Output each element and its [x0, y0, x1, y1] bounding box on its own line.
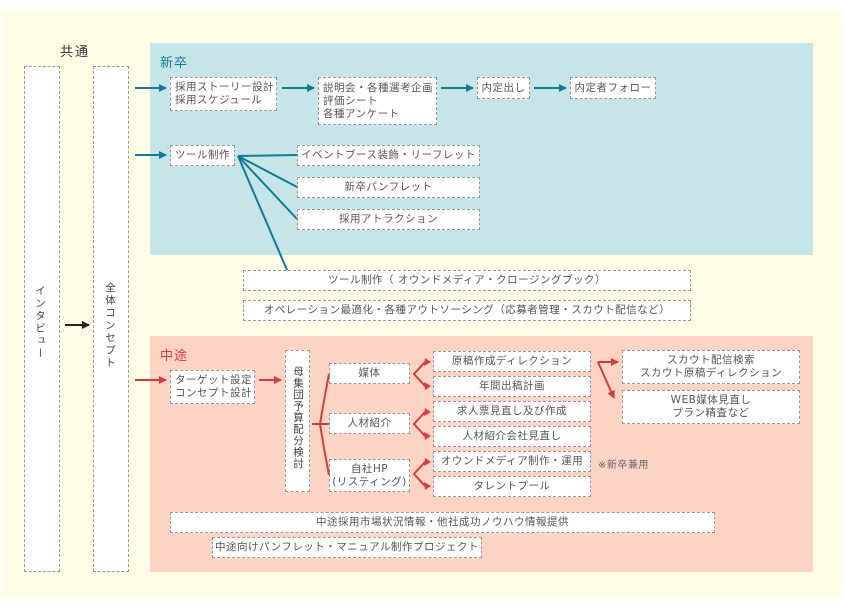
chuto-title: 中途: [160, 349, 189, 364]
shared-note: ※新卒兼用: [598, 460, 649, 471]
tool-item: イベントブース装飾・リーフレット: [297, 145, 480, 166]
shinsotsu-title: 新卒: [160, 56, 189, 71]
channel-line: (リスティング): [332, 475, 407, 488]
target-line: ターゲット設定: [175, 374, 252, 386]
target-concept-box: ターゲット設定 コンセプト設計: [170, 370, 255, 404]
common-section-title: 共通: [60, 45, 91, 60]
outcome-scout: スカウト配信検索 スカウト原稿ディレクション: [622, 350, 800, 384]
flow-step-line: 採用ストーリー設計: [175, 81, 274, 93]
channel-agency: 人材紹介: [329, 413, 410, 434]
shared-item-tools: ツール制作（ オウンドメディア・クロージングブック）: [243, 270, 691, 291]
channel-own-hp: 自社HP (リスティング): [329, 459, 410, 492]
outcome-line: プラン精査など: [672, 407, 750, 419]
channel-line: 自社HP: [350, 462, 389, 475]
outcome-line: WEB媒体見直し: [670, 394, 752, 406]
concept-box: [93, 66, 129, 572]
footer-market-info: 中途採用市場状況情報・他社成功ノウハウ情報提供: [170, 512, 715, 533]
target-line: コンセプト設計: [175, 387, 252, 399]
budget-box: [285, 350, 310, 492]
flow-step-line: 採用スケジュール: [175, 94, 263, 106]
channel-media: 媒体: [329, 363, 410, 384]
shinsotsu-panel: 新卒: [150, 43, 813, 255]
tools-box: ツール制作: [170, 145, 235, 166]
channel-item: オウンドメディア制作・運用: [433, 451, 591, 472]
outcome-line: スカウト原稿ディレクション: [639, 367, 783, 379]
flow-step-line: 評価シート: [323, 94, 378, 107]
concept-label: 全体コンセプト: [104, 282, 116, 370]
footer-pamphlet-project: 中途向けパンフレット・マニュアル制作プロジェクト: [212, 537, 482, 558]
outcome-web-media: WEB媒体見直し プラン精査など: [622, 390, 800, 424]
channel-item: 人材紹介会社見直し: [433, 426, 591, 447]
flow-step-line: 説明会・各種選考企画: [323, 81, 433, 94]
flow-step-line: 各種アンケート: [323, 107, 400, 120]
channel-item: 年間出稿計画: [433, 376, 591, 397]
tool-item: 新卒パンフレット: [297, 177, 480, 198]
shared-item-operations: オペレーション最適化・各種アウトソーシング（応募者管理・スカウト配信など）: [243, 300, 691, 321]
tool-item: 採用アトラクション: [297, 209, 480, 230]
channel-item: 原稿作成ディレクション: [433, 351, 591, 372]
budget-label: 母集団予算配分検討: [292, 366, 304, 470]
flow-step-story: 採用ストーリー設計 採用スケジュール: [170, 77, 277, 111]
flow-step-selection: 説明会・各種選考企画 評価シート 各種アンケート: [318, 77, 437, 125]
outcome-line: スカウト配信検索: [666, 354, 755, 366]
interview-box: [24, 66, 60, 572]
flow-step-follow: 内定者フォロー: [570, 77, 656, 99]
interview-label: インタビュー: [34, 285, 46, 360]
flow-step-offer: 内定出し: [477, 77, 530, 99]
channel-item: 求人票見直し及び作成: [433, 401, 591, 422]
channel-item: タレントプール: [433, 476, 591, 497]
